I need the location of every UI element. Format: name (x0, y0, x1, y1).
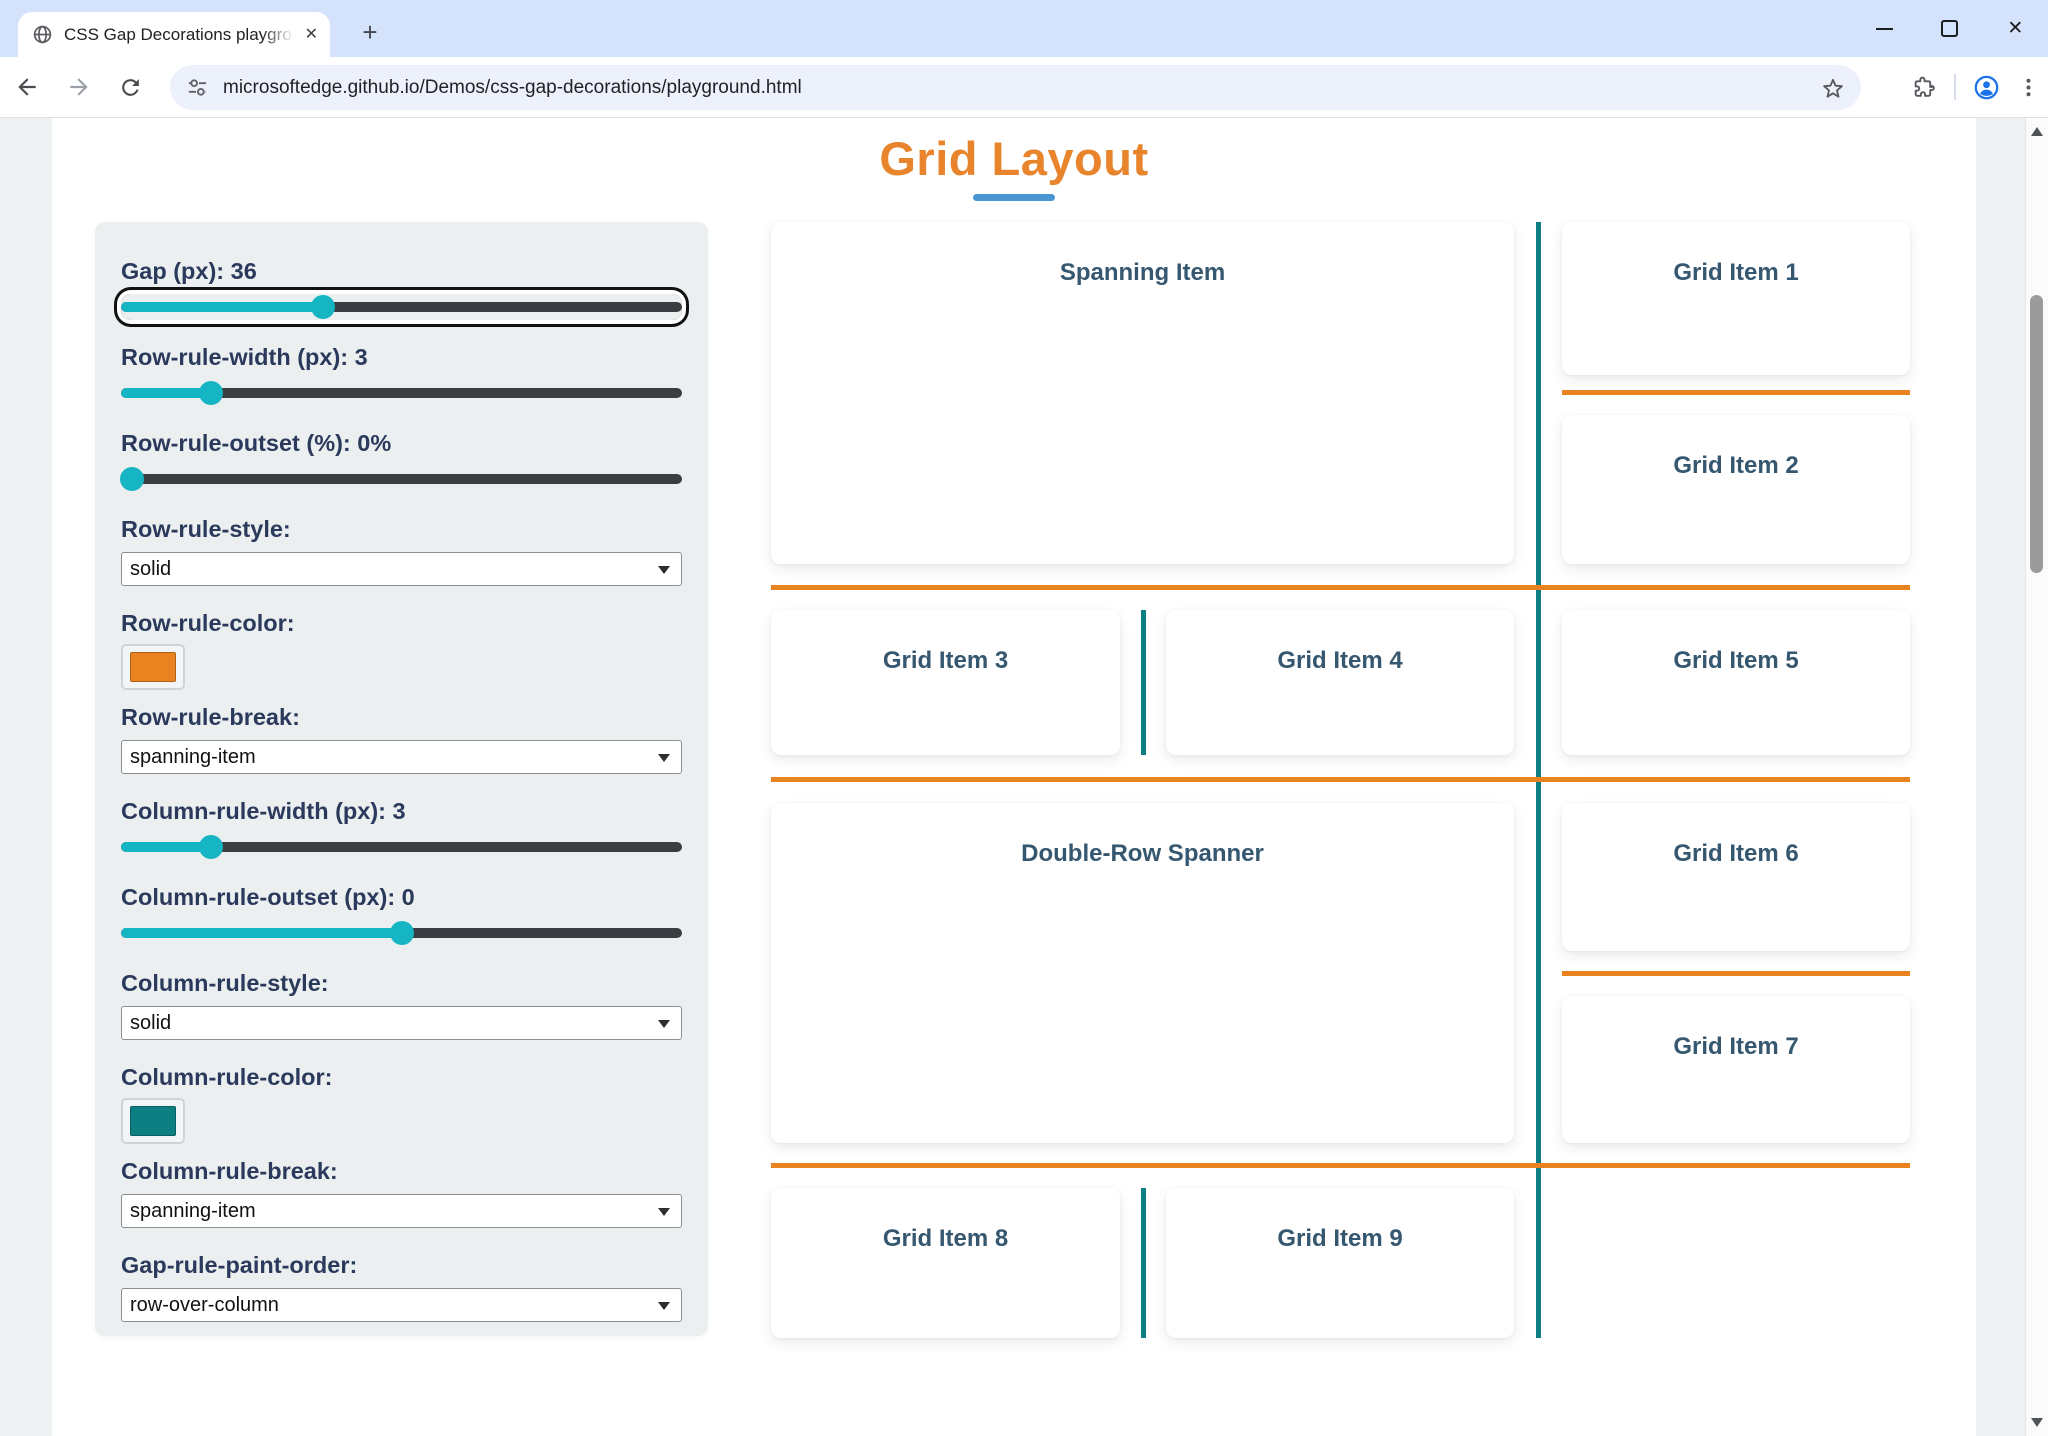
url-text: microsoftedge.github.io/Demos/css-gap-de… (223, 76, 802, 98)
page-content: Grid Layout Gap (px): 36 Row-rule-width … (52, 118, 1976, 1436)
controls-panel: Gap (px): 36 Row-rule-width (px): 3 Row-… (95, 222, 708, 1336)
maximize-button[interactable] (1917, 0, 1982, 57)
grid-card-4: Grid Item 4 (1166, 610, 1514, 755)
scroll-up-arrow-icon[interactable] (2031, 127, 2043, 136)
tab-title: CSS Gap Decorations playgroun (64, 24, 294, 44)
grid-card-spanning-item: Spanning Item (771, 222, 1514, 564)
row-rule-width-label: Row-rule-width (px): 3 (121, 344, 368, 370)
browser-tab[interactable]: CSS Gap Decorations playgroun ✕ (18, 12, 330, 57)
site-settings-icon[interactable] (186, 76, 209, 99)
scrollbar-thumb[interactable] (2030, 295, 2043, 573)
row-rule-break-select-wrap: spanning-item (121, 740, 682, 774)
slider-thumb[interactable] (389, 921, 414, 945)
scroll-down-arrow-icon[interactable] (2031, 1418, 2043, 1427)
extensions-icon[interactable] (1912, 75, 1937, 100)
grid-card-7: Grid Item 7 (1562, 996, 1910, 1143)
toolbar-divider (1954, 74, 1956, 100)
slider-thumb[interactable] (198, 381, 223, 405)
row-rule-line (1562, 390, 1910, 395)
slider-thumb[interactable] (310, 295, 335, 319)
grid-card-6: Grid Item 6 (1562, 803, 1910, 951)
grid-card-1: Grid Item 1 (1562, 222, 1910, 375)
slider-track (121, 842, 682, 852)
column-rule-line (1141, 1188, 1146, 1338)
address-bar[interactable]: microsoftedge.github.io/Demos/css-gap-de… (170, 65, 1861, 110)
row-rule-style-select-wrap: solid (121, 552, 682, 586)
slider-thumb[interactable] (198, 835, 223, 859)
minimize-icon (1876, 27, 1894, 30)
close-icon: ✕ (2007, 18, 2024, 39)
profile-avatar-icon[interactable] (1973, 74, 2000, 101)
grid-card-double-row-spanner: Double-Row Spanner (771, 803, 1514, 1143)
row-rule-color-picker[interactable] (121, 644, 185, 690)
row-rule-color-value (130, 652, 176, 682)
gap-rule-paint-order-label: Gap-rule-paint-order: (121, 1252, 358, 1278)
row-rule-line (1562, 971, 1910, 976)
new-tab-button[interactable]: + (362, 16, 378, 47)
grid-card-3: Grid Item 3 (771, 610, 1120, 755)
maximize-icon (1941, 20, 1959, 37)
tab-strip: CSS Gap Decorations playgroun ✕ + ✕ (0, 0, 2048, 57)
bookmark-star-icon[interactable] (1821, 76, 1845, 100)
browser-toolbar: microsoftedge.github.io/Demos/css-gap-de… (0, 57, 2048, 118)
forward-button[interactable] (66, 74, 92, 100)
tab-close-icon[interactable]: ✕ (304, 25, 318, 43)
column-rule-break-select[interactable]: spanning-item (121, 1194, 682, 1228)
column-rule-break-label: Column-rule-break: (121, 1158, 338, 1184)
slider-track (121, 302, 682, 312)
reload-button[interactable] (118, 75, 143, 100)
row-rule-line (771, 777, 1910, 782)
column-rule-style-select[interactable]: solid (121, 1006, 682, 1040)
gap-rule-paint-order-select[interactable]: row-over-column (121, 1288, 682, 1322)
gap-label: Gap (px): 36 (121, 258, 257, 284)
row-rule-line (771, 585, 1910, 590)
window-controls: ✕ (1852, 0, 2048, 57)
column-rule-line (1141, 610, 1146, 755)
gap-slider[interactable] (121, 294, 682, 320)
row-rule-outset-slider[interactable] (120, 466, 682, 492)
column-rule-outset-slider[interactable] (121, 920, 682, 946)
slider-track (121, 474, 682, 484)
column-rule-outset-label: Column-rule-outset (px): 0 (121, 884, 415, 910)
slider-thumb[interactable] (120, 467, 145, 491)
gap-rule-paint-order-select-wrap: row-over-column (121, 1288, 682, 1322)
row-rule-color-label: Row-rule-color: (121, 610, 295, 636)
menu-dots-icon[interactable] (2017, 76, 2040, 99)
page-viewport: Grid Layout Gap (px): 36 Row-rule-width … (0, 118, 2048, 1436)
row-rule-style-select[interactable]: solid (121, 552, 682, 586)
grid-card-5: Grid Item 5 (1562, 610, 1910, 755)
row-rule-width-slider[interactable] (121, 380, 682, 406)
row-rule-line (771, 1163, 1910, 1168)
column-rule-width-label: Column-rule-width (px): 3 (121, 798, 406, 824)
row-rule-style-label: Row-rule-style: (121, 516, 291, 542)
column-rule-color-value (130, 1106, 176, 1136)
grid-card-8: Grid Item 8 (771, 1188, 1120, 1338)
column-rule-style-select-wrap: solid (121, 1006, 682, 1040)
slider-track (121, 388, 682, 398)
back-button[interactable] (14, 74, 40, 100)
globe-favicon-icon (32, 24, 53, 45)
title-underline (973, 194, 1055, 201)
grid-card-2: Grid Item 2 (1562, 415, 1910, 564)
row-rule-break-label: Row-rule-break: (121, 704, 300, 730)
grid-playground: Spanning Item Grid Item 1 Grid Item 2 Gr… (771, 222, 1910, 1338)
row-rule-outset-label: Row-rule-outset (%): 0% (121, 430, 392, 456)
column-rule-color-label: Column-rule-color: (121, 1064, 333, 1090)
close-window-button[interactable]: ✕ (1983, 0, 2048, 57)
column-rule-break-select-wrap: spanning-item (121, 1194, 682, 1228)
grid-card-9: Grid Item 9 (1166, 1188, 1514, 1338)
page-title: Grid Layout (879, 132, 1149, 185)
column-rule-color-picker[interactable] (121, 1098, 185, 1144)
column-rule-width-slider[interactable] (121, 834, 682, 860)
row-rule-break-select[interactable]: spanning-item (121, 740, 682, 774)
vertical-scrollbar[interactable] (2025, 118, 2048, 1436)
column-rule-style-label: Column-rule-style: (121, 970, 329, 996)
minimize-button[interactable] (1852, 0, 1917, 57)
